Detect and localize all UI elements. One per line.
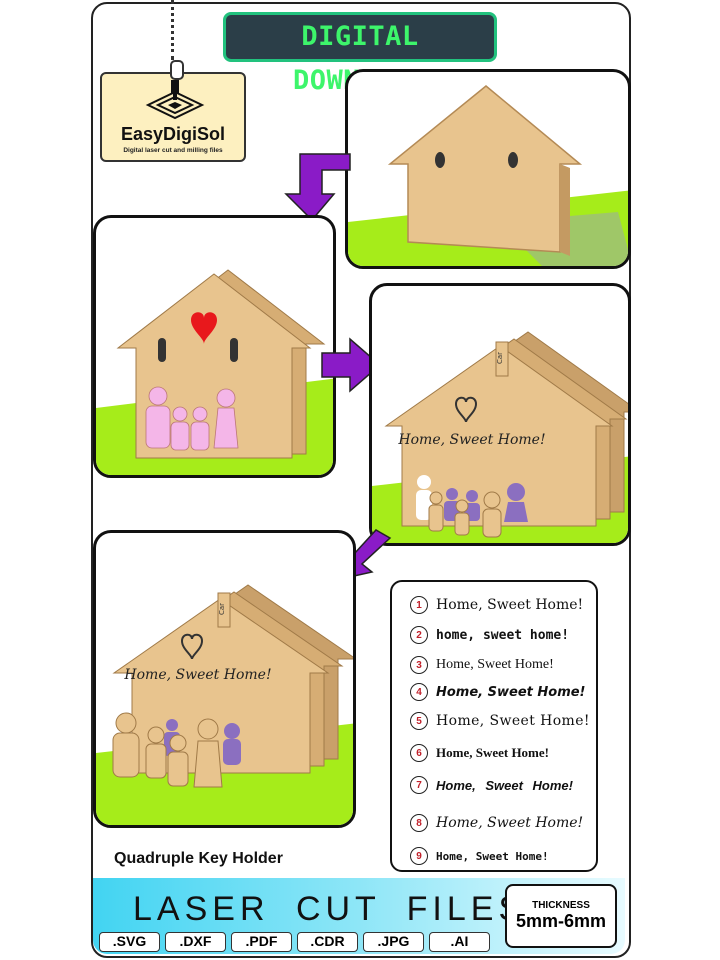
font-option-8: 8 Home, Sweet Home! bbox=[410, 812, 583, 834]
option-text: Home, Sweet Home! bbox=[436, 849, 549, 863]
format-dxf: .DXF bbox=[165, 932, 226, 952]
heart-outline-icon bbox=[454, 396, 478, 423]
option-number: 4 bbox=[410, 683, 428, 701]
car-tab-label: Car bbox=[496, 352, 504, 364]
house-board bbox=[387, 85, 583, 253]
keyhole-left bbox=[435, 152, 445, 168]
engraved-text: Home, Sweet Home! bbox=[397, 432, 545, 448]
format-cdr: .CDR bbox=[297, 932, 358, 952]
figure-cutouts bbox=[416, 475, 432, 520]
font-option-2: 2 home, sweet home! bbox=[410, 624, 569, 646]
option-number: 8 bbox=[410, 814, 428, 832]
arrow-step-2-to-3 bbox=[321, 337, 382, 393]
font-option-7: 7 Home, Sweet Home! bbox=[410, 774, 573, 796]
digital-download-banner: DIGITAL DOWNLOAD bbox=[223, 12, 497, 96]
panel-step-4: Car Home, Sweet Home! bbox=[93, 530, 356, 828]
thickness-box: THICKNESS 5mm-6mm bbox=[505, 884, 617, 948]
logo-name: EasyDigiSol bbox=[120, 124, 226, 144]
option-number: 7 bbox=[410, 776, 428, 794]
font-option-5: 5 Home, Sweet Home! bbox=[410, 710, 590, 732]
hanging-chain bbox=[171, 0, 174, 60]
keyhole-right bbox=[508, 152, 518, 168]
option-number: 9 bbox=[410, 847, 428, 865]
format-jpg: .JPG bbox=[363, 932, 424, 952]
font-option-6: 6 Home, Sweet Home! bbox=[410, 742, 549, 764]
keyhole-left bbox=[158, 338, 166, 362]
family-figures bbox=[145, 386, 239, 451]
option-text: Home, Sweet Home! bbox=[436, 745, 549, 760]
option-text: Home, Sweet Home! bbox=[436, 657, 554, 672]
car-tab bbox=[495, 341, 509, 377]
option-number: 2 bbox=[410, 626, 428, 644]
option-number: 3 bbox=[410, 656, 428, 674]
board-edge bbox=[560, 164, 570, 256]
heart-outline-icon bbox=[180, 633, 204, 660]
format-ai: .AI bbox=[429, 932, 490, 952]
option-text: Home, Sweet Home! bbox=[436, 815, 584, 831]
option-text: Home, Sweet Home! bbox=[436, 777, 573, 793]
front-board bbox=[384, 345, 614, 527]
footer-title: LASER CUT FILES bbox=[133, 890, 527, 928]
font-option-9: 9 Home, Sweet Home! bbox=[410, 845, 549, 867]
footer-bar: LASER CUT FILES THICKNESS 5mm-6mm .SVG .… bbox=[93, 878, 625, 954]
format-svg: .SVG bbox=[99, 932, 160, 952]
keyhole-right bbox=[230, 338, 238, 362]
format-pdf: .PDF bbox=[231, 932, 292, 952]
front-board bbox=[112, 598, 330, 774]
thickness-label: THICKNESS bbox=[532, 900, 590, 911]
panel-step-1 bbox=[345, 69, 631, 269]
heart-icon bbox=[191, 312, 217, 344]
logo-tagline: Digital laser cut and milling files bbox=[123, 147, 223, 154]
font-option-1: 1 Home, Sweet Home! bbox=[410, 594, 583, 616]
option-text: Home, Sweet Home! bbox=[436, 713, 590, 729]
purple-figures bbox=[444, 483, 528, 522]
wood-figures bbox=[428, 491, 502, 538]
panel-step-2 bbox=[93, 215, 336, 478]
option-number: 6 bbox=[410, 744, 428, 762]
arrow-step-1-to-2 bbox=[284, 153, 351, 222]
tag-hole bbox=[170, 60, 184, 80]
car-tab-label: Car bbox=[218, 603, 226, 615]
option-text: Home, Sweet Home! bbox=[436, 597, 584, 613]
wood-figures bbox=[112, 712, 223, 788]
panel-step-3: Car Home, Sweet Home! bbox=[369, 283, 631, 546]
font-option-3: 3 Home, Sweet Home! bbox=[410, 654, 554, 676]
option-text: home, sweet home! bbox=[436, 627, 570, 643]
engraved-text: Home, Sweet Home! bbox=[123, 667, 271, 683]
laser-cube-icon bbox=[145, 80, 205, 120]
logo-tag: EasyDigiSol Digital laser cut and millin… bbox=[100, 60, 246, 162]
thickness-value: 5mm-6mm bbox=[515, 911, 607, 931]
car-tab bbox=[217, 592, 231, 628]
option-number: 1 bbox=[410, 596, 428, 614]
option-text: Home, Sweet Home! bbox=[436, 684, 586, 700]
font-option-4: 4 Home, Sweet Home! bbox=[410, 681, 586, 703]
option-number: 5 bbox=[410, 712, 428, 730]
product-caption: Quadruple Key Holder bbox=[114, 850, 283, 867]
file-format-badges: .SVG .DXF .PDF .CDR .JPG .AI bbox=[99, 932, 490, 952]
